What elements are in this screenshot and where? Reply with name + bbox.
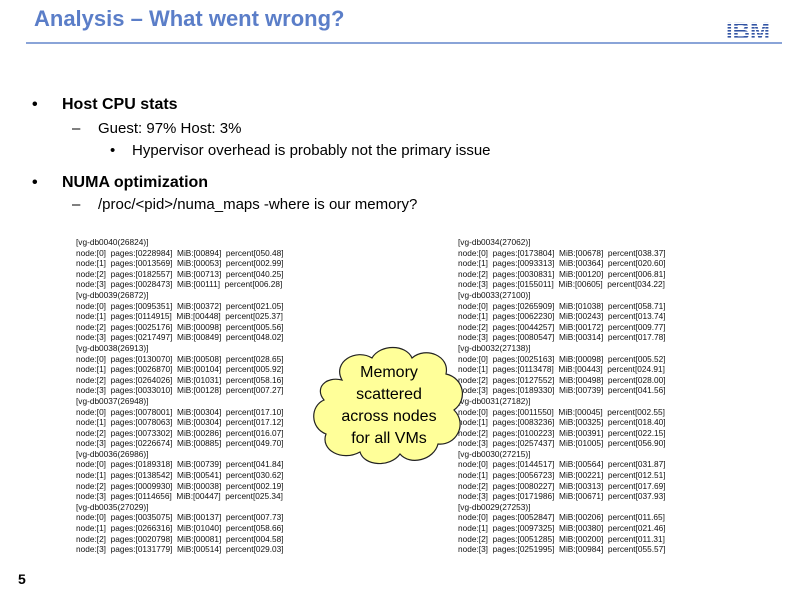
numa-node-line: node:[0] pages:[0189318] MiB:[00739] per… xyxy=(76,459,284,470)
callout-line: Memory xyxy=(360,364,418,381)
numa-node-line: node:[0] pages:[0025163] MiB:[00098] per… xyxy=(458,353,666,364)
ibm-logo: IBM xyxy=(726,18,770,42)
numa-node-line: node:[1] pages:[0266316] MiB:[01040] per… xyxy=(76,523,284,534)
numa-node-line: node:[1] pages:[0026870] MiB:[00104] per… xyxy=(76,364,284,375)
numa-node-line: node:[2] pages:[0080227] MiB:[00313] per… xyxy=(458,480,666,491)
numa-node-line: node:[2] pages:[0073302] MiB:[00286] per… xyxy=(76,427,284,438)
numa-node-line: node:[1] pages:[0093313] MiB:[00364] per… xyxy=(458,258,666,269)
svg-text:IBM: IBM xyxy=(726,18,770,42)
vm-header: [vg-db0035(27029)] xyxy=(76,501,149,512)
callout-line: for all VMs xyxy=(351,430,427,447)
numa-node-line: node:[3] pages:[0028473] MiB:[00111] per… xyxy=(76,279,283,290)
numa-node-line: node:[0] pages:[0144517] MiB:[00564] per… xyxy=(458,459,666,470)
callout-cloud xyxy=(313,346,463,465)
numa-node-line: node:[1] pages:[0056723] MiB:[00221] per… xyxy=(458,470,666,481)
vm-header: [vg-db0040(26824)] xyxy=(76,237,149,247)
bullet-numa: •NUMA optimization xyxy=(32,174,209,191)
numa-node-line: node:[2] pages:[0020798] MiB:[00081] per… xyxy=(76,533,284,544)
numa-node-line: node:[2] pages:[0127552] MiB:[00498] per… xyxy=(458,374,666,385)
numa-node-line: node:[1] pages:[0138542] MiB:[00541] per… xyxy=(76,470,284,481)
vm-header: [vg-db0030(27215)] xyxy=(458,448,531,459)
bullet-hypervisor-text: Hypervisor overhead is probably not the … xyxy=(132,142,491,159)
numa-node-line: node:[3] pages:[0155011] MiB:[00605] per… xyxy=(458,279,665,290)
vm-header: [vg-db0033(27100)] xyxy=(458,289,531,300)
numa-node-line: node:[0] pages:[0130070] MiB:[00508] per… xyxy=(76,353,284,364)
numa-node-line: node:[1] pages:[0078063] MiB:[00304] per… xyxy=(76,417,284,428)
numa-node-line: node:[0] pages:[0078001] MiB:[00304] per… xyxy=(76,406,284,417)
callout-line: scattered xyxy=(356,386,422,403)
numa-node-line: node:[3] pages:[0131779] MiB:[00514] per… xyxy=(76,544,284,555)
numa-node-line: node:[3] pages:[0257437] MiB:[01005] per… xyxy=(458,438,666,449)
numa-node-line: node:[3] pages:[0189330] MiB:[00739] per… xyxy=(458,385,666,396)
numa-node-line: node:[0] pages:[0011550] MiB:[00045] per… xyxy=(458,406,665,417)
numa-node-line: node:[2] pages:[0264026] MiB:[01031] per… xyxy=(76,374,284,385)
vm-header: [vg-db0038(26913)] xyxy=(76,342,149,353)
numa-node-line: node:[3] pages:[0114656] MiB:[00447] per… xyxy=(76,491,283,502)
numa-node-line: node:[0] pages:[0035075] MiB:[00137] per… xyxy=(76,512,284,523)
vm-header: [vg-db0029(27253)] xyxy=(458,501,531,512)
numa-node-line: node:[1] pages:[0083236] MiB:[00325] per… xyxy=(458,417,666,428)
numa-node-line: node:[0] pages:[0265909] MiB:[01038] per… xyxy=(458,300,666,311)
numa-node-line: node:[2] pages:[0009930] MiB:[00038] per… xyxy=(76,480,284,491)
vm-header: [vg-db0037(26948)] xyxy=(76,395,149,406)
bullet-host-cpu-text: Host CPU stats xyxy=(62,96,178,113)
title-divider xyxy=(26,42,782,44)
numa-node-line: node:[3] pages:[0080547] MiB:[00314] per… xyxy=(458,332,666,343)
callout-line: across nodes xyxy=(341,408,437,425)
numa-node-line: node:[3] pages:[0251995] MiB:[00984] per… xyxy=(458,544,666,555)
numa-node-line: node:[1] pages:[0114915] MiB:[00448] per… xyxy=(76,311,283,322)
bullet-hypervisor: •Hypervisor overhead is probably not the… xyxy=(110,142,491,159)
numa-node-line: node:[3] pages:[0171986] MiB:[00671] per… xyxy=(458,491,666,502)
numa-stats-right: [vg-db0034(27062)]node:[0] pages:[017380… xyxy=(458,237,666,555)
bullet-guest-host: –Guest: 97% Host: 3% xyxy=(72,120,242,137)
slide-title: Analysis – What went wrong? xyxy=(34,6,345,31)
numa-node-line: node:[2] pages:[0100223] MiB:[00391] per… xyxy=(458,427,666,438)
numa-node-line: node:[2] pages:[0025176] MiB:[00098] per… xyxy=(76,321,284,332)
numa-node-line: node:[3] pages:[0033010] MiB:[00128] per… xyxy=(76,385,284,396)
numa-node-line: node:[3] pages:[0217497] MiB:[00849] per… xyxy=(76,332,284,343)
vm-header: [vg-db0031(27182)] xyxy=(458,395,531,406)
numa-node-line: node:[2] pages:[0030831] MiB:[00120] per… xyxy=(458,268,666,279)
bullet-numa-text: NUMA optimization xyxy=(62,174,209,191)
numa-node-line: node:[1] pages:[0062230] MiB:[00243] per… xyxy=(458,311,666,322)
numa-node-line: node:[0] pages:[0095351] MiB:[00372] per… xyxy=(76,300,284,311)
bullet-numa-maps: –/proc/<pid>/numa_maps -where is our mem… xyxy=(72,196,418,213)
numa-node-line: node:[3] pages:[0226674] MiB:[00885] per… xyxy=(76,438,284,449)
numa-stats-left: [vg-db0040(26824)]node:[0] pages:[022898… xyxy=(76,237,284,555)
bullet-guest-host-text: Guest: 97% Host: 3% xyxy=(98,120,242,137)
page-number: 5 xyxy=(18,571,26,587)
bullet-numa-maps-text: /proc/<pid>/numa_maps -where is our memo… xyxy=(98,196,418,213)
numa-node-line: node:[2] pages:[0182557] MiB:[00713] per… xyxy=(76,268,284,279)
numa-node-line: node:[0] pages:[0228984] MiB:[00894] per… xyxy=(76,247,284,258)
numa-node-line: node:[1] pages:[0097325] MiB:[00380] per… xyxy=(458,523,666,534)
numa-node-line: node:[1] pages:[0013569] MiB:[00053] per… xyxy=(76,258,284,269)
bullet-host-cpu: •Host CPU stats xyxy=(32,96,178,113)
numa-node-line: node:[0] pages:[0052847] MiB:[00206] per… xyxy=(458,512,665,523)
vm-header: [vg-db0036(26986)] xyxy=(76,448,149,459)
numa-node-line: node:[0] pages:[0173804] MiB:[00678] per… xyxy=(458,247,666,258)
vm-header: [vg-db0039(26872)] xyxy=(76,289,149,300)
numa-node-line: node:[1] pages:[0113478] MiB:[00443] per… xyxy=(458,364,665,375)
callout-text: Memory scattered across nodes for all VM… xyxy=(308,362,470,450)
numa-node-line: node:[2] pages:[0051285] MiB:[00200] per… xyxy=(458,533,665,544)
numa-node-line: node:[2] pages:[0044257] MiB:[00172] per… xyxy=(458,321,666,332)
vm-header: [vg-db0032(27138)] xyxy=(458,342,531,353)
vm-header: [vg-db0034(27062)] xyxy=(458,237,531,247)
